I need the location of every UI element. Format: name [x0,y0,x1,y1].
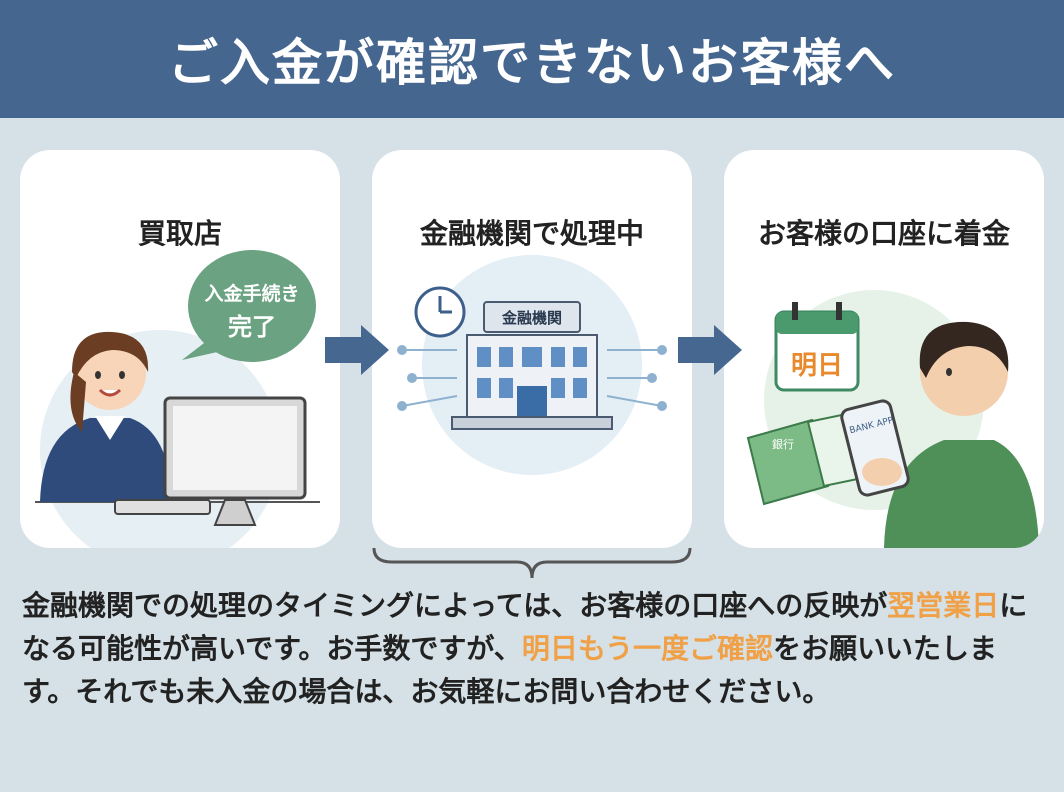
bubble-line2: 完了 [228,313,276,341]
step-card-customer: お客様の口座に着金 明日 銀行 BANK APP [724,150,1044,548]
step-label-customer: お客様の口座に着金 [757,217,1010,250]
bubble-line1: 入金手続き [204,282,299,305]
bank-building-illustration: 金融機関 [397,255,667,475]
step-card-bank: 金融機関で処理中 金融機関 [372,150,692,548]
calendar-icon: 明日 [774,302,860,392]
passbook-text: 銀行 [772,437,794,451]
description-text: 金融機関での処理のタイミングによっては、お客様の口座への反映が翌営業日になる可能… [22,584,1046,713]
desc-part1: 金融機関での処理のタイミングによっては、お客様の口座への反映が [22,589,888,622]
customer-illustration: 明日 銀行 BANK APP [746,290,1039,548]
step-label-store: 買取店 [137,217,222,250]
page-title: ご入金が確認できないお客様へ [168,34,896,92]
arrow-right-icon-2 [678,325,742,375]
curly-brace [372,547,692,579]
desc-part2: になる可能性が高いです。お手数ですが、 [22,589,1028,665]
step-card-store: 買取店 入金手続き 完了 [20,150,340,548]
header-banner: ご入金が確認できないお客様へ [0,0,1064,118]
clock-icon [414,286,466,338]
step-label-bank: 金融機関で処理中 [419,217,644,250]
store-clerk-illustration: 入金手続き 完了 [35,250,320,548]
desc-highlight-check-tomorrow: 明日もう一度ご確認 [521,632,773,665]
building-sign: 金融機関 [501,309,562,327]
calendar-text: 明日 [791,351,843,381]
desc-part3: をお願いいたします。それでも未入金の場合は、お気軽にお問い合わせください。 [22,632,997,708]
arrow-right-icon [325,325,389,375]
desc-highlight-next-business-day: 翌営業日 [887,589,1000,622]
